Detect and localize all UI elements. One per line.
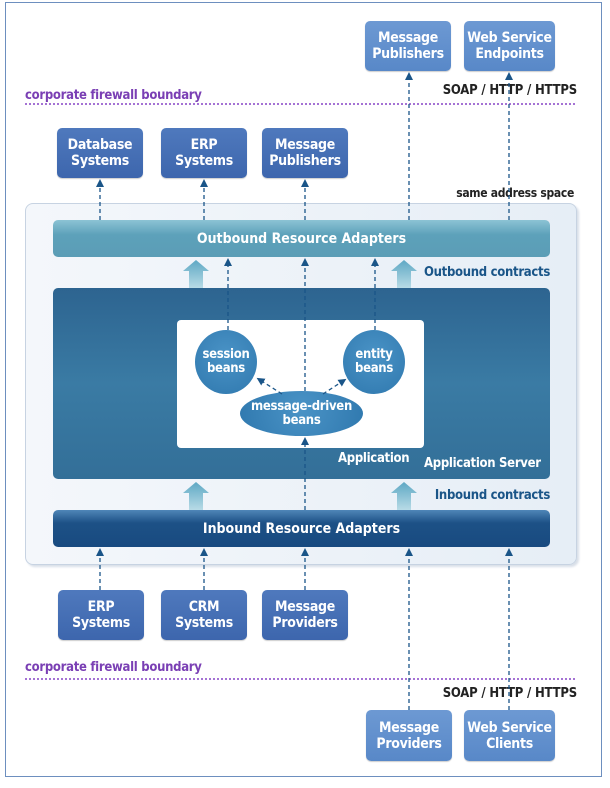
protocol-label-top: SOAP / HTTP / HTTPS: [442, 83, 578, 98]
inbound-resource-adapters: Inbound Resource Adapters: [53, 510, 550, 547]
same-address-space-label: same address space: [456, 186, 574, 200]
inbound-contract-arrow-left: [183, 482, 209, 510]
arrow-mdb-to-entity: [322, 378, 347, 395]
protocol-label-bottom: SOAP / HTTP / HTTPS: [442, 686, 578, 701]
inbound-contract-arrow-right: [391, 482, 417, 510]
outbound-contract-arrow-right: [391, 260, 417, 288]
firewall-boundary-top: [25, 103, 575, 105]
outbound-resource-adapters: Outbound Resource Adapters: [53, 220, 550, 257]
diagram-frame: [5, 2, 602, 777]
outbound-contract-arrow-left: [183, 260, 209, 288]
firewall-label-top: corporate firewall boundary: [25, 88, 202, 103]
application-server-label: Application Server: [424, 456, 541, 471]
arrow-mdb-to-session: [256, 377, 283, 395]
firewall-boundary-bottom: [25, 678, 575, 680]
outbound-contracts-label: Outbound contracts: [423, 265, 550, 280]
application-label: Application: [338, 451, 410, 466]
inbound-contracts-label: Inbound contracts: [434, 488, 550, 503]
firewall-label-bottom: corporate firewall boundary: [25, 660, 202, 675]
